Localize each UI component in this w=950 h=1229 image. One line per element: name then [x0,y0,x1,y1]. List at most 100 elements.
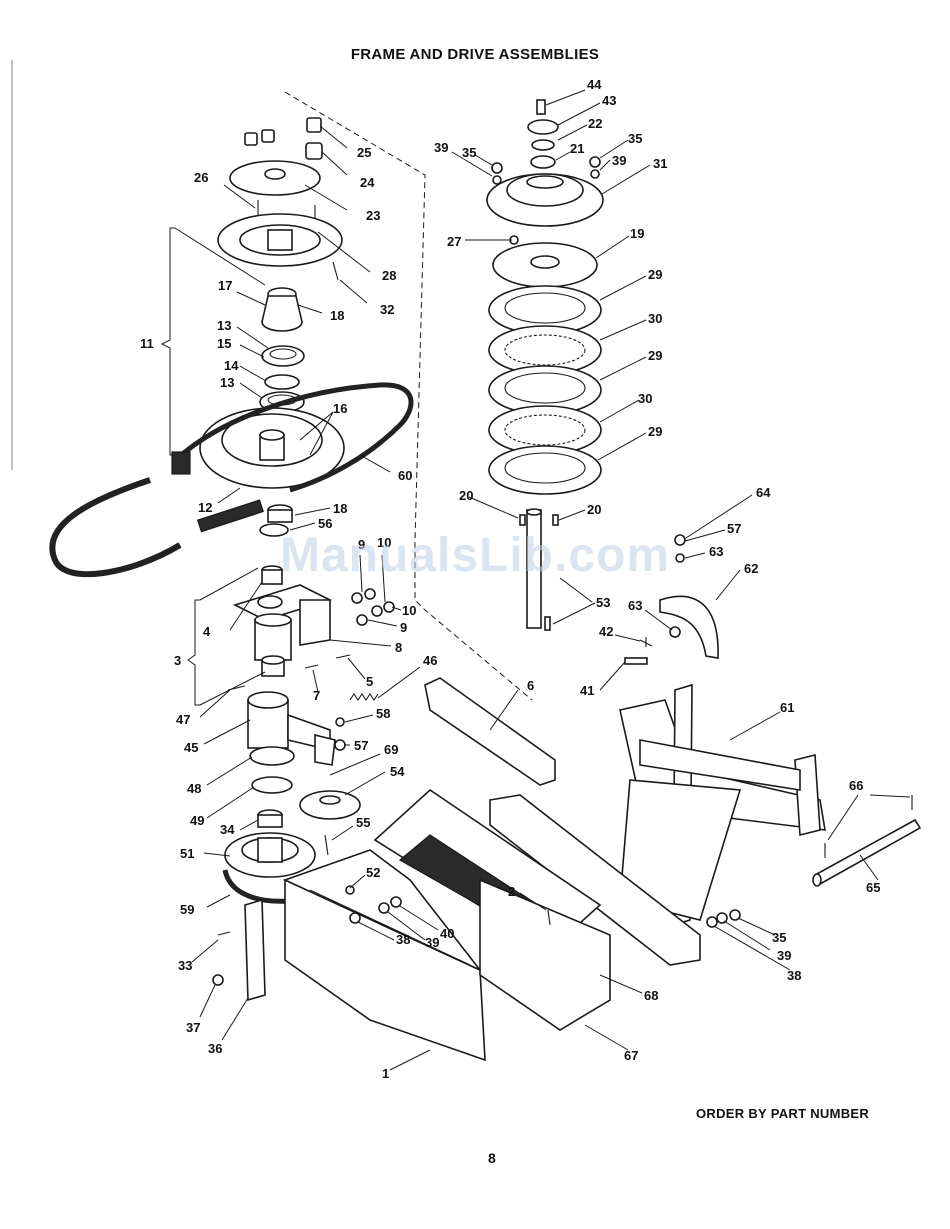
callout-25: 25 [357,145,371,160]
callout-39-top-left: 39 [434,140,448,155]
drive-shaft [196,499,264,533]
watermark: ManualsLib.com [279,529,671,582]
bracket-6 [424,677,556,786]
callout-17: 17 [218,278,232,293]
callout-9-top: 9 [358,537,365,552]
seal-15 [261,345,305,367]
disc-29-c [488,445,602,495]
callout-52: 52 [366,865,380,880]
washer-63 [669,626,681,638]
callout-30-top: 30 [648,311,662,326]
nut-24 [305,142,323,160]
bushing-34 [257,809,283,828]
callout-60: 60 [398,468,412,483]
callout-57-right: 57 [727,521,741,536]
bolt-7 [304,664,319,669]
callout-22: 22 [588,116,602,131]
callout-6: 6 [527,678,534,693]
plate-19 [492,235,598,288]
callout-16: 16 [333,401,347,416]
callout-56: 56 [318,516,332,531]
callout-2: 2 [508,884,515,899]
washer-35 [492,175,502,185]
callout-19: 19 [630,226,644,241]
idler-pulley-54 [299,790,361,820]
ring-49 [251,776,293,794]
callout-55: 55 [356,815,370,830]
callout-69: 69 [384,742,398,757]
callout-39-top-right: 39 [612,153,626,168]
shield-62 [659,595,719,659]
callout-4: 4 [203,624,211,639]
bearing-4 [261,655,285,677]
bolt-33 [217,931,231,936]
callout-47: 47 [176,712,190,727]
callout-24: 24 [360,175,375,190]
key-20-left [519,514,526,526]
frame-rail [489,794,701,966]
clevis-pin-41 [624,657,648,665]
callout-7: 7 [313,688,320,703]
disc-30-b [488,405,602,455]
callout-35-top-left: 35 [462,145,476,160]
callout-32: 32 [380,302,394,317]
callout-18-top: 18 [330,308,344,323]
callout-9-bottom: 9 [400,620,407,635]
callout-23: 23 [366,208,380,223]
screw-32 [332,261,339,281]
callout-68: 68 [644,988,658,1003]
leader-lines [191,89,911,1071]
nut-35-right [729,909,741,921]
bolt-55 [324,834,329,856]
callout-58: 58 [376,706,390,721]
callout-1: 1 [382,1066,389,1081]
nut-37 [212,974,224,986]
callout-13-bottom: 13 [220,375,234,390]
main-frame-61 [619,683,826,927]
loose-belt [49,477,182,578]
gearbox-bracket [232,565,333,661]
washer-39-right [716,912,728,924]
washer-57-right [675,553,685,563]
housing-flange-28 [217,213,343,267]
nut-64 [674,534,686,546]
washer-38-left [349,912,361,924]
callout-38-left: 38 [396,932,410,947]
nuts-9-10 [351,588,395,626]
key-53 [544,616,551,631]
callout-37: 37 [186,1020,200,1035]
callout-65: 65 [866,880,880,895]
top-hardware [527,99,559,169]
washer-56 [259,523,289,537]
bolt-5 [335,654,351,659]
shaft-50 [526,508,542,629]
washer-58 [335,717,345,727]
callout-36: 36 [208,1041,222,1056]
bracket-36 [244,898,266,1002]
callout-53: 53 [596,595,610,610]
nut-25 [306,117,322,133]
page-number: 8 [488,1150,496,1166]
callout-10-bottom: 10 [402,603,416,618]
callout-62: 62 [744,561,758,576]
assembly-outline [284,91,533,701]
callout-12: 12 [198,500,212,515]
nut-39-left [378,902,390,914]
callout-63-bottom: 63 [628,598,642,613]
callout-63-top: 63 [709,544,723,559]
callout-35-right: 35 [772,930,786,945]
callout-14: 14 [224,358,239,373]
bearing-18 [267,504,293,523]
callout-57-left: 57 [354,738,368,753]
v-belt-60 [176,382,414,493]
spring-46 [349,693,379,701]
pin-42 [639,637,653,647]
callout-11: 11 [140,336,154,351]
callout-27: 27 [447,234,461,249]
callout-45: 45 [184,740,198,755]
callout-64: 64 [756,485,771,500]
callout-38-right: 38 [787,968,801,983]
bracket-3-top [199,567,259,601]
pulley-12 [199,407,345,489]
